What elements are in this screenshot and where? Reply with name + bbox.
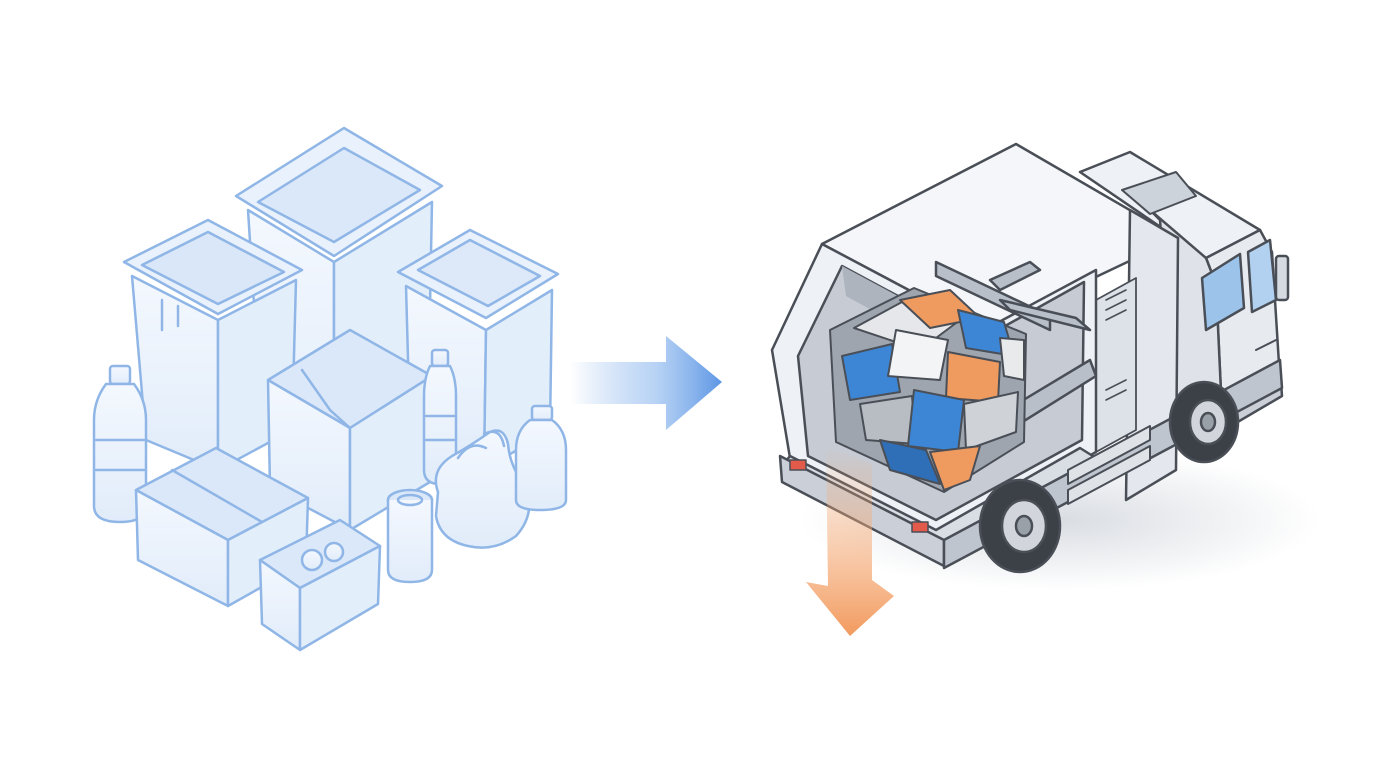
wheel: [978, 478, 1062, 574]
truck-chassis: [778, 358, 1284, 574]
cab-window: [1246, 238, 1278, 314]
plastic-bottle-icon: [514, 404, 568, 512]
wheel: [1168, 380, 1240, 464]
volume-reduction-arrow-icon: [806, 446, 894, 636]
soda-can-icon: [386, 488, 434, 584]
cardboard-box-icon: [258, 518, 382, 652]
plastic-bag-icon: [434, 429, 531, 549]
compacted-waste-cube-icon: [829, 287, 1027, 493]
tail-light: [911, 521, 929, 533]
tail-light: [789, 459, 807, 471]
cardboard-box-icon: [134, 446, 310, 608]
plastic-bottle-icon: [92, 364, 148, 524]
loose-waste-group: [92, 126, 568, 652]
flow-arrow-icon: [570, 336, 722, 430]
cab-window: [1200, 252, 1246, 332]
plastic-bottle-icon: [422, 348, 458, 486]
side-step: [1067, 425, 1151, 505]
